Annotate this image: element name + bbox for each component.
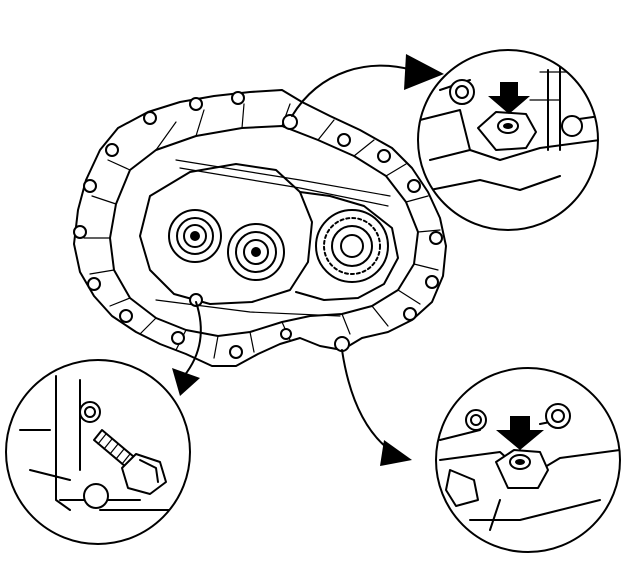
callout-top-right bbox=[417, 49, 599, 231]
case-bolt-bosses bbox=[73, 91, 443, 359]
callout-bottom-right bbox=[435, 367, 621, 553]
case-right-web bbox=[295, 191, 399, 301]
leader-arrow-bottom-left bbox=[183, 301, 202, 377]
leader-arrow-top-right bbox=[291, 64, 413, 117]
down-arrow-top-right bbox=[488, 82, 530, 114]
leader-arrows bbox=[172, 54, 444, 466]
case-diagonal-rib bbox=[155, 159, 391, 317]
case-ribs bbox=[83, 103, 441, 359]
transaxle-case bbox=[73, 89, 447, 367]
callout-bottom-left bbox=[5, 359, 191, 545]
leader-arrow-bottom-right bbox=[341, 349, 393, 453]
bearing-center bbox=[227, 223, 285, 281]
bearing-right-differential bbox=[315, 209, 389, 283]
bearing-left bbox=[168, 209, 222, 263]
bolt-head bbox=[121, 453, 167, 495]
case-center-web bbox=[139, 163, 313, 305]
down-arrow-bottom-right bbox=[496, 416, 544, 450]
